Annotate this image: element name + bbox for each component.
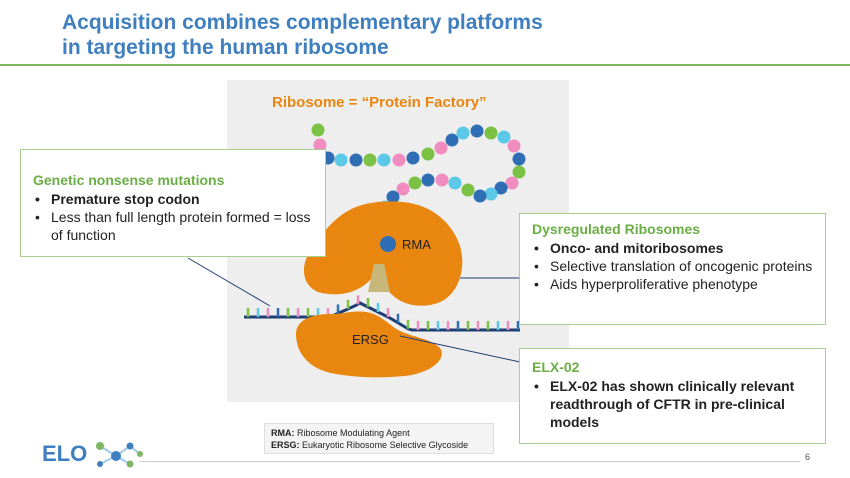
title-divider [0,64,850,66]
leader-genetic [187,257,271,307]
small-subunit [296,311,442,378]
amino-acid-bead [473,189,487,203]
exit-tunnel [368,264,390,292]
amino-acid-bead [445,133,459,147]
genetic-mutations-box: Genetic nonsense mutations Premature sto… [20,149,326,257]
amino-acid-bead [512,152,526,166]
amino-acid-bead [494,181,508,195]
amino-acid-bead [334,153,348,167]
amino-acid-bead [456,126,470,140]
mrna-strand [244,295,520,332]
amino-acid-bead [505,176,519,190]
elo-logo: ELO [42,441,143,468]
amino-acid-bead [461,183,475,197]
bullet-premature-stop: Premature stop codon [33,190,315,208]
ersg-label: ERSG [352,332,389,347]
amino-acid-bead [363,153,377,167]
amino-acid-bead [313,138,327,152]
amino-acid-bead [507,139,521,153]
amino-acid-bead [311,123,325,137]
amino-acid-bead [512,165,526,179]
mrna-backbone [244,301,520,332]
slide-title: Acquisition combines complementary platf… [62,11,543,59]
molecule-mark-icon [96,442,143,468]
footer-divider [140,461,800,462]
amino-acid-bead [497,130,511,144]
svg-text:ELO: ELO [42,441,87,466]
amino-acid-bead [396,182,410,196]
elx-box: ELX-02 ELX-02 has shown clinically relev… [519,348,826,444]
bullet-elx-readthrough: ELX-02 has shown clinically relevant rea… [532,377,815,431]
dysregulated-box: Dysregulated Ribosomes Onco- and mitorib… [519,213,826,325]
amino-acid-bead [421,173,435,187]
bullet-hyperproliferative: Aids hyperproliferative phenotype [532,275,815,293]
rma-molecule [380,236,396,252]
amino-acid-bead [484,187,498,201]
bullet-loss-of-function: Less than full length protein formed = l… [33,208,315,244]
amino-acid-bead [421,147,435,161]
large-subunit [303,201,463,306]
abbreviation-legend: RMA: Ribosome Modulating Agent ERSG: Euk… [264,423,494,454]
diagram-heading: Ribosome = “Protein Factory” [272,94,487,111]
bullet-onco: Onco- and mitoribosomes [532,239,815,257]
leader-elx [399,335,521,363]
amino-acid-bead [408,176,422,190]
amino-acid-bead [349,153,363,167]
amino-acid-bead [377,153,391,167]
amino-acid-bead [392,153,406,167]
amino-acid-bead [484,126,498,140]
bullet-selective-translation: Selective translation of oncogenic prote… [532,257,815,275]
amino-acid-bead [434,141,448,155]
rma-label: RMA [402,237,431,252]
amino-acid-bead [386,190,400,204]
amino-acid-bead [470,124,484,138]
amino-acid-bead [435,173,449,187]
amino-acid-bead [406,151,420,165]
page-number: 6 [804,452,810,462]
amino-acid-bead [448,176,462,190]
